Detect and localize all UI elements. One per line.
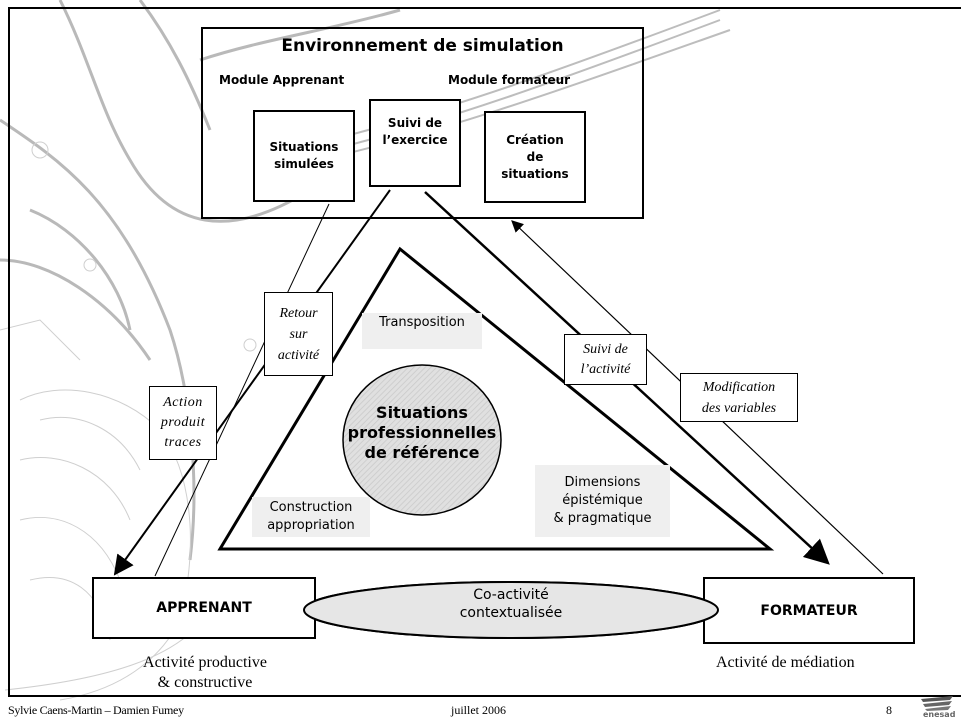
suivi-activite-label: Suivi de l’activité xyxy=(564,334,647,385)
apprenant-box: APPRENANT xyxy=(92,577,316,639)
coactivite-label: Co-activité contextualisée xyxy=(459,587,563,621)
activite-productive-label: Activité productive & constructive xyxy=(143,654,267,691)
footer-date: juillet 2006 xyxy=(451,703,506,717)
retour-activite-label: Retour sur activité xyxy=(264,292,333,376)
creation-situations-box: Création de situations xyxy=(484,111,586,203)
situations-professionnelles-label: Situations professionnelles de référence xyxy=(347,403,497,462)
environment-title: Environnement de simulation xyxy=(281,36,564,56)
module-apprenant-label: Module Apprenant xyxy=(219,73,345,87)
enesad-logo-icon xyxy=(921,696,953,711)
situations-simulees-box: Situations simulées xyxy=(253,110,355,202)
module-formateur-label: Module formateur xyxy=(448,73,571,87)
footer-page-number: 8 xyxy=(886,703,892,717)
triangle xyxy=(217,246,775,551)
modification-variables-label: Modification des variables xyxy=(680,373,798,422)
dimensions-label: Dimensions épistémique & pragmatique xyxy=(535,465,670,537)
transposition-label: Transposition xyxy=(362,313,482,349)
page-frame xyxy=(8,7,961,697)
footer-authors: Sylvie Caens-Martin – Damien Fumey xyxy=(8,703,184,717)
formateur-box: FORMATEUR xyxy=(703,577,915,644)
enesad-logo: enesad xyxy=(917,693,957,721)
activite-mediation-label: Activité de médiation xyxy=(716,654,855,671)
suivi-exercice-box: Suivi de l’exercice xyxy=(369,99,461,187)
environment-box xyxy=(201,27,644,219)
construction-label: Construction appropriation xyxy=(252,497,370,537)
enesad-logo-text: enesad xyxy=(923,710,956,719)
action-traces-label: Action produit traces xyxy=(149,386,217,460)
